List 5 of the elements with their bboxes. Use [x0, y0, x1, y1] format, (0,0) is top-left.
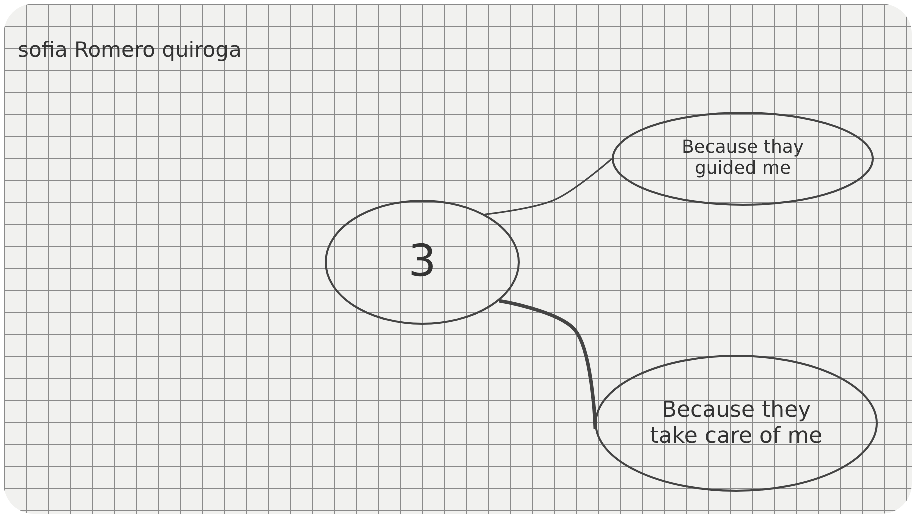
connector-line [499, 299, 598, 430]
number-label: 3 [408, 237, 436, 288]
reason-text: Because they take care of me [649, 398, 824, 449]
author-name: sofia Romero quiroga [18, 38, 242, 62]
reason-text: Because thay guided me [680, 138, 806, 180]
